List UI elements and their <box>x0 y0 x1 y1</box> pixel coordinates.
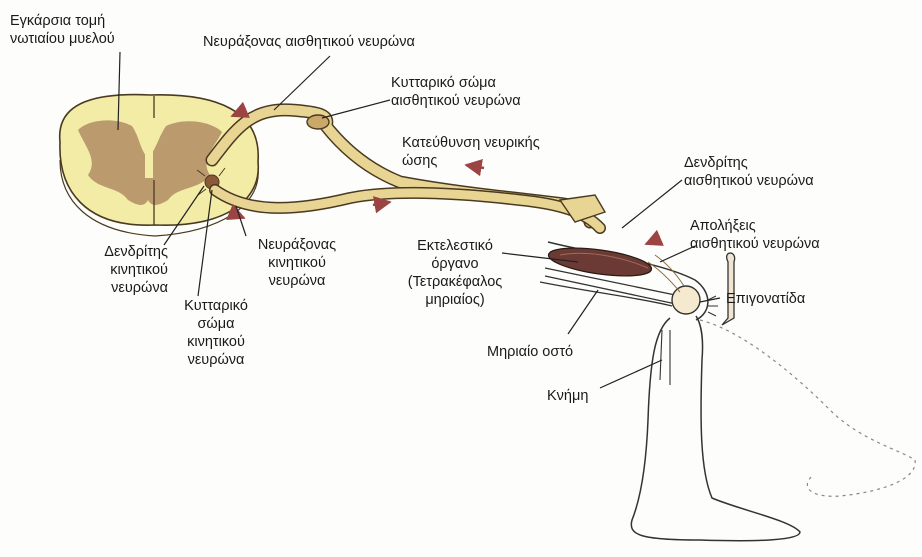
label-tibia: Κνήμη <box>547 387 588 405</box>
label-sensory-axon: Νευράξονας αισθητικού νευρώνα <box>203 33 415 51</box>
spinal-cord-cross-section <box>60 95 259 236</box>
leg-illustration <box>540 242 915 541</box>
label-femur: Μηριαίο οστό <box>487 343 573 361</box>
label-spinal-cross-section: Εγκάρσια τομή νωτιαίου μυελού <box>10 12 115 48</box>
reflex-hammer <box>722 253 735 325</box>
quadriceps-muscle <box>547 243 653 281</box>
label-motor-axon: Νευράξονας κινητικού νευρώνα <box>243 236 351 290</box>
label-patella: Επιγονατίδα <box>726 290 805 308</box>
label-impulse-direction: Κατεύθυνση νευρικής ώσης <box>402 134 540 170</box>
label-motor-cell-body: Κυτταρικό σώμα κινητικού νευρώνα <box>166 297 266 369</box>
label-motor-dendrite: Δενδρίτης κινητικού νευρώνα <box>68 243 168 297</box>
label-effector: Εκτελεστικό όργανο (Τετρακέφαλος μηριαίο… <box>397 237 513 309</box>
label-sensory-dendrite: Δενδρίτης αισθητικού νευρώνα <box>684 154 814 190</box>
label-sensory-endings: Απολήξεις αισθητικού νευρώνα <box>690 217 820 253</box>
label-sensory-cell-body: Κυτταρικό σώμα αισθητικού νευρώνα <box>391 74 521 110</box>
patella-shape <box>672 286 700 314</box>
